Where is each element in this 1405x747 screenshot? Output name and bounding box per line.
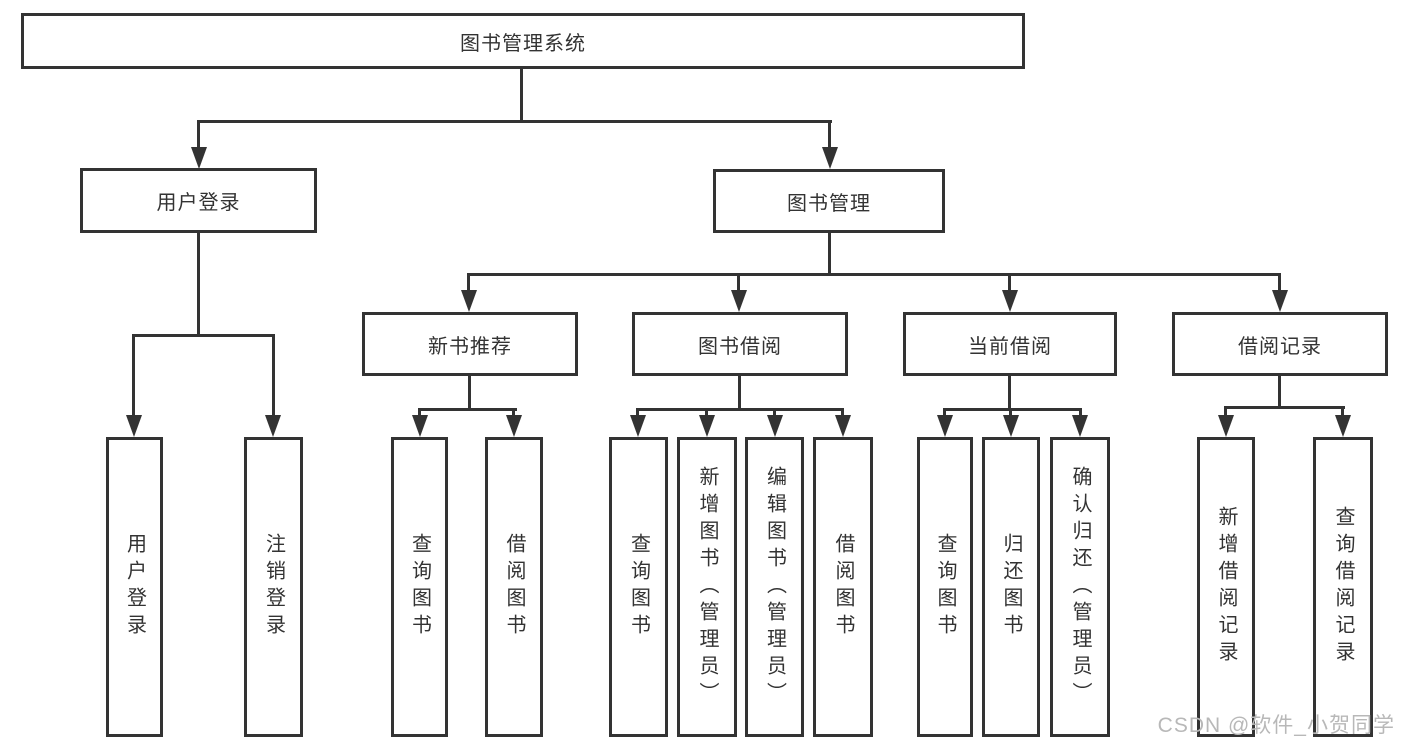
leaf-query-books-recommend-label: 查询图书	[408, 533, 431, 641]
connector-line	[520, 68, 523, 122]
connector-line	[943, 408, 1082, 411]
connector-line	[636, 408, 844, 411]
arrowhead-icon	[191, 147, 207, 169]
arrowhead-icon	[506, 415, 522, 437]
connector-line	[467, 273, 1281, 276]
leaf-query-books-borrowing-label: 查询图书	[627, 533, 650, 641]
arrowhead-icon	[1272, 290, 1288, 312]
connector-line	[132, 334, 275, 337]
connector-line	[468, 376, 471, 411]
arrowhead-icon	[265, 415, 281, 437]
leaf-add-books-admin: 新增图书（管理员）	[677, 437, 737, 737]
connector-line	[1224, 406, 1345, 409]
arrowhead-icon	[630, 415, 646, 437]
connector-line	[467, 273, 470, 292]
arrowhead-icon	[1003, 415, 1019, 437]
connector-line	[636, 408, 639, 418]
connector-line	[132, 334, 135, 417]
node-new-book-recommend-label: 新书推荐	[428, 335, 512, 358]
node-book-management-label: 图书管理	[787, 192, 871, 215]
node-user-login: 用户登录	[80, 168, 317, 233]
connector-line	[197, 233, 200, 337]
connector-line	[1224, 406, 1227, 418]
connector-line	[773, 408, 776, 418]
arrowhead-icon	[731, 290, 747, 312]
arrowhead-icon	[1002, 290, 1018, 312]
leaf-return-books-label: 归还图书	[1000, 533, 1022, 641]
arrowhead-icon	[412, 415, 428, 437]
node-book-management: 图书管理	[713, 169, 945, 233]
connector-line	[512, 408, 515, 418]
connector-line	[272, 334, 275, 417]
leaf-query-books-borrowing: 查询图书	[609, 437, 668, 737]
leaf-query-borrow-record: 查询借阅记录	[1313, 437, 1373, 737]
connector-line	[1341, 406, 1344, 418]
node-book-borrowing: 图书借阅	[632, 312, 848, 376]
leaf-edit-books-admin: 编辑图书（管理员）	[745, 437, 804, 737]
node-borrow-records: 借阅记录	[1172, 312, 1388, 376]
connector-line	[943, 408, 946, 418]
connector-line	[841, 408, 844, 418]
leaf-confirm-return-admin: 确认归还（管理员）	[1050, 437, 1110, 737]
connector-line	[1008, 273, 1011, 292]
arrowhead-icon	[1072, 415, 1088, 437]
arrowhead-icon	[1218, 415, 1234, 437]
leaf-query-borrow-record-label: 查询借阅记录	[1332, 506, 1354, 668]
leaf-add-borrow-record: 新增借阅记录	[1197, 437, 1255, 737]
connector-line	[828, 120, 831, 148]
node-current-borrowing: 当前借阅	[903, 312, 1117, 376]
connector-line	[1278, 273, 1281, 292]
root-node-label: 图书管理系统	[460, 32, 586, 55]
arrowhead-icon	[835, 415, 851, 437]
root-node-library-system: 图书管理系统	[21, 13, 1025, 69]
connector-line	[828, 233, 831, 276]
leaf-query-books-current-label: 查询图书	[934, 533, 956, 641]
leaf-user-login: 用户登录	[106, 437, 163, 737]
connector-line	[1008, 376, 1011, 411]
node-borrow-records-label: 借阅记录	[1238, 335, 1322, 358]
connector-line	[1079, 408, 1082, 418]
leaf-add-books-admin-label: 新增图书（管理员）	[696, 465, 718, 709]
arrowhead-icon	[767, 415, 783, 437]
leaf-borrow-books: 借阅图书	[813, 437, 873, 737]
node-new-book-recommend: 新书推荐	[362, 312, 578, 376]
leaf-query-books-current: 查询图书	[917, 437, 973, 737]
leaf-return-books: 归还图书	[982, 437, 1040, 737]
leaf-query-books-recommend: 查询图书	[391, 437, 448, 737]
connector-line	[1278, 376, 1281, 409]
leaf-user-login-label: 用户登录	[123, 533, 146, 641]
arrowhead-icon	[126, 415, 142, 437]
arrowhead-icon	[937, 415, 953, 437]
leaf-borrow-books-recommend-label: 借阅图书	[503, 533, 525, 641]
leaf-add-borrow-record-label: 新增借阅记录	[1215, 506, 1237, 668]
node-book-borrowing-label: 图书借阅	[698, 335, 782, 358]
csdn-watermark: CSDN @软件_小贺同学	[1157, 714, 1395, 737]
arrowhead-icon	[1335, 415, 1351, 437]
connector-line	[418, 408, 421, 418]
connector-line	[737, 273, 740, 292]
leaf-borrow-books-recommend: 借阅图书	[485, 437, 543, 737]
arrowhead-icon	[699, 415, 715, 437]
connector-line	[197, 120, 200, 148]
leaf-logout-label: 注销登录	[262, 533, 285, 641]
arrowhead-icon	[461, 290, 477, 312]
connector-line	[1009, 408, 1012, 418]
leaf-borrow-books-label: 借阅图书	[832, 533, 854, 641]
leaf-logout: 注销登录	[244, 437, 303, 737]
leaf-edit-books-admin-label: 编辑图书（管理员）	[763, 465, 786, 709]
connector-line	[705, 408, 708, 418]
connector-line	[197, 120, 832, 123]
connector-line	[418, 408, 517, 411]
leaf-confirm-return-admin-label: 确认归还（管理员）	[1069, 465, 1091, 709]
arrowhead-icon	[822, 147, 838, 169]
connector-line	[738, 376, 741, 411]
node-user-login-label: 用户登录	[156, 192, 241, 214]
node-current-borrowing-label: 当前借阅	[968, 335, 1052, 358]
